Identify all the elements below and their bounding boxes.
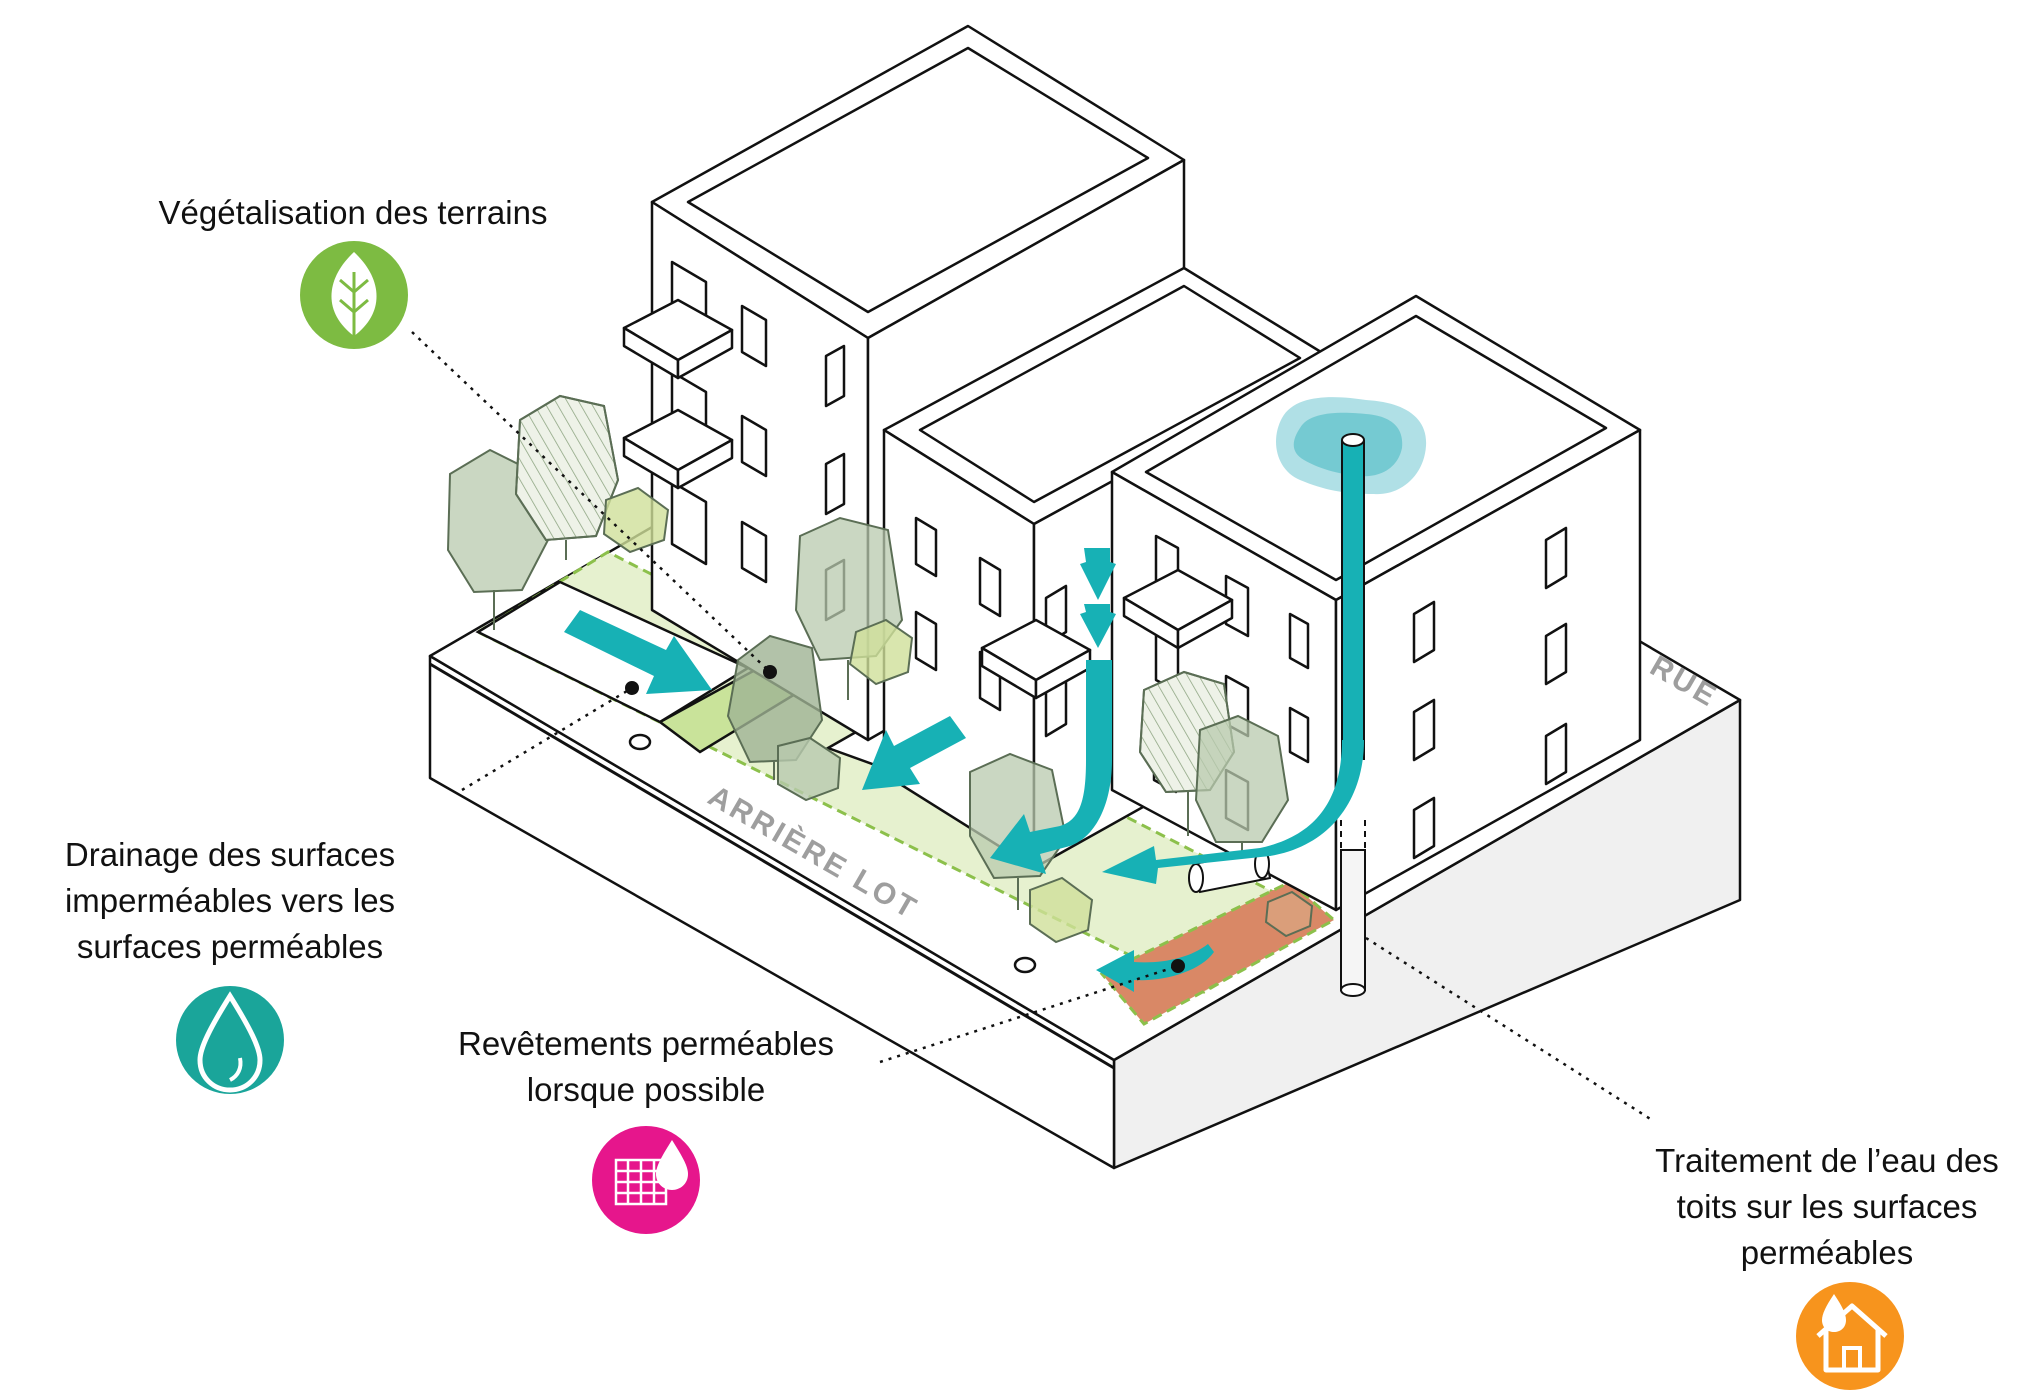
drainage-label-line-2: imperméables vers les: [64, 882, 396, 919]
traitement-label-line-3: perméables: [1740, 1234, 1914, 1271]
tree: [777, 736, 842, 802]
leader-lines: [411, 331, 1653, 1122]
tree: [1029, 876, 1094, 944]
traitement-label: Traitement de l’eau des toits sur les su…: [1626, 1138, 2028, 1276]
tree: [514, 394, 620, 560]
vegetation-label-line: Végétalisation des terrains: [158, 194, 548, 231]
vegetation-label: Végétalisation des terrains: [128, 190, 578, 236]
drainage-label-line-3: surfaces perméables: [76, 928, 384, 965]
leaf-icon: [300, 241, 408, 349]
traitement-label-line-1: Traitement de l’eau des: [1655, 1142, 1999, 1179]
downspout-pipe: [1340, 433, 1366, 997]
water-flow-arrows: [564, 548, 1364, 992]
tree: [602, 486, 670, 554]
traitement-label-line-2: toits sur les surfaces: [1676, 1188, 1978, 1225]
tree: [848, 618, 914, 686]
revetements-label-line-2: lorsque possible: [526, 1071, 766, 1108]
revetements-label-line-1: Revêtements perméables: [457, 1025, 835, 1062]
permeable-paving-icon: [592, 1126, 700, 1234]
house-water-icon: [1796, 1282, 1904, 1390]
revetements-label: Revêtements perméables lorsque possible: [430, 1021, 862, 1113]
water-drop-icon: [176, 986, 284, 1094]
leader-dots: [625, 665, 1185, 973]
drain-holes: [628, 733, 1037, 974]
drainage-label: Drainage des surfaces imperméables vers …: [30, 832, 430, 970]
drainage-label-line-1: Drainage des surfaces: [64, 836, 396, 873]
trees: [446, 394, 1314, 944]
building-3: [1110, 294, 1642, 912]
tree: [1264, 890, 1314, 938]
